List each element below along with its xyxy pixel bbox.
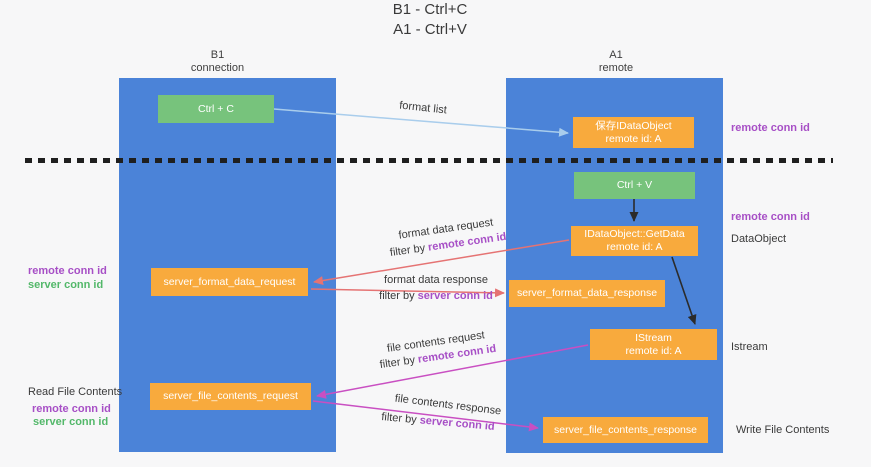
format-data-response-filter-label: filter by server conn id	[366, 288, 506, 304]
getdata-line2: remote id: A	[606, 241, 663, 253]
ctrl-c-label: Ctrl + C	[198, 102, 234, 115]
lane-left-name: B1	[210, 49, 225, 61]
filter-by-text: filter by	[380, 411, 421, 427]
lane-right-name: A1	[609, 49, 623, 61]
write-file-contents-label: Write File Contents	[736, 424, 830, 436]
lane-header-left: B1 connection	[109, 49, 326, 75]
lane-left-subtitle: connection	[190, 62, 245, 74]
ctrl-c-box: Ctrl + C	[158, 95, 274, 123]
server-file-contents-request-label: server_file_contents_request	[163, 390, 298, 402]
server-format-data-response-label: server_format_data_response	[516, 287, 658, 299]
istream-side-label: Istream	[731, 341, 768, 353]
ctrl-v-box: Ctrl + V	[574, 172, 695, 199]
server-format-data-request-label: server_format_data_request	[163, 275, 296, 288]
server-format-data-response-box: server_format_data_response	[509, 280, 665, 307]
filter-by-text: filter by	[389, 241, 429, 260]
getdata-line1: IDataObject::GetData	[584, 228, 685, 240]
server-conn-id-keyword: server conn id	[417, 290, 493, 302]
read-file-contents-label: Read File Contents	[28, 386, 123, 398]
server-conn-id-label-left-mid: server conn id	[28, 279, 104, 291]
save-idataobject-line1: 保存IDataObject	[595, 119, 672, 132]
idataobject-getdata-box: IDataObject::GetData remote id: A	[571, 226, 698, 256]
arrow-format-data-request	[313, 239, 570, 285]
filter-by-text: filter by	[379, 353, 419, 372]
remote-conn-id-label-left-bottom: remote conn id	[32, 403, 111, 415]
server-format-data-request-box: server_format_data_request	[151, 268, 308, 296]
format-data-response-labels: format data response filter by server co…	[366, 272, 506, 304]
arrow-file-contents-request	[316, 344, 589, 399]
lane-header-right: A1 remote	[506, 49, 726, 75]
istream-line2: remote id: A	[625, 344, 682, 357]
format-data-response-label: format data response	[384, 274, 488, 286]
istream-line1: IStream	[635, 331, 672, 344]
istream-box: IStream remote id: A	[590, 329, 717, 360]
title-line-2: A1 - Ctrl+V	[393, 21, 467, 38]
ctrl-v-label: Ctrl + V	[616, 179, 653, 191]
dataobject-label: DataObject	[731, 233, 787, 245]
server-file-contents-request-box: server_file_contents_request	[150, 383, 311, 410]
save-idataobject-box: 保存IDataObject remote id: A	[573, 117, 694, 148]
filter-by-text: filter by	[379, 290, 418, 302]
arrow-format-data-response	[310, 288, 505, 298]
remote-conn-id-label-left-mid: remote conn id	[28, 265, 107, 277]
server-file-contents-response-label: server_file_contents_response	[553, 423, 697, 436]
save-idataobject-line2: remote id: A	[605, 132, 662, 145]
lane-right-subtitle: remote	[598, 62, 634, 74]
title-line-1: B1 - Ctrl+C	[392, 1, 468, 18]
remote-conn-id-label-top-right: remote conn id	[731, 122, 810, 134]
diagram-title: B1 - Ctrl+C A1 - Ctrl+V	[0, 0, 860, 40]
phase-divider-dashed-line	[25, 158, 833, 163]
server-conn-id-label-left-bottom: server conn id	[33, 416, 109, 428]
arrow-getdata-to-istream	[671, 256, 697, 325]
arrow-file-contents-response	[312, 400, 539, 432]
server-file-contents-response-box: server_file_contents_response	[543, 417, 708, 443]
arrow-format-list	[273, 108, 569, 137]
remote-conn-id-label-mid-right: remote conn id	[731, 211, 810, 223]
